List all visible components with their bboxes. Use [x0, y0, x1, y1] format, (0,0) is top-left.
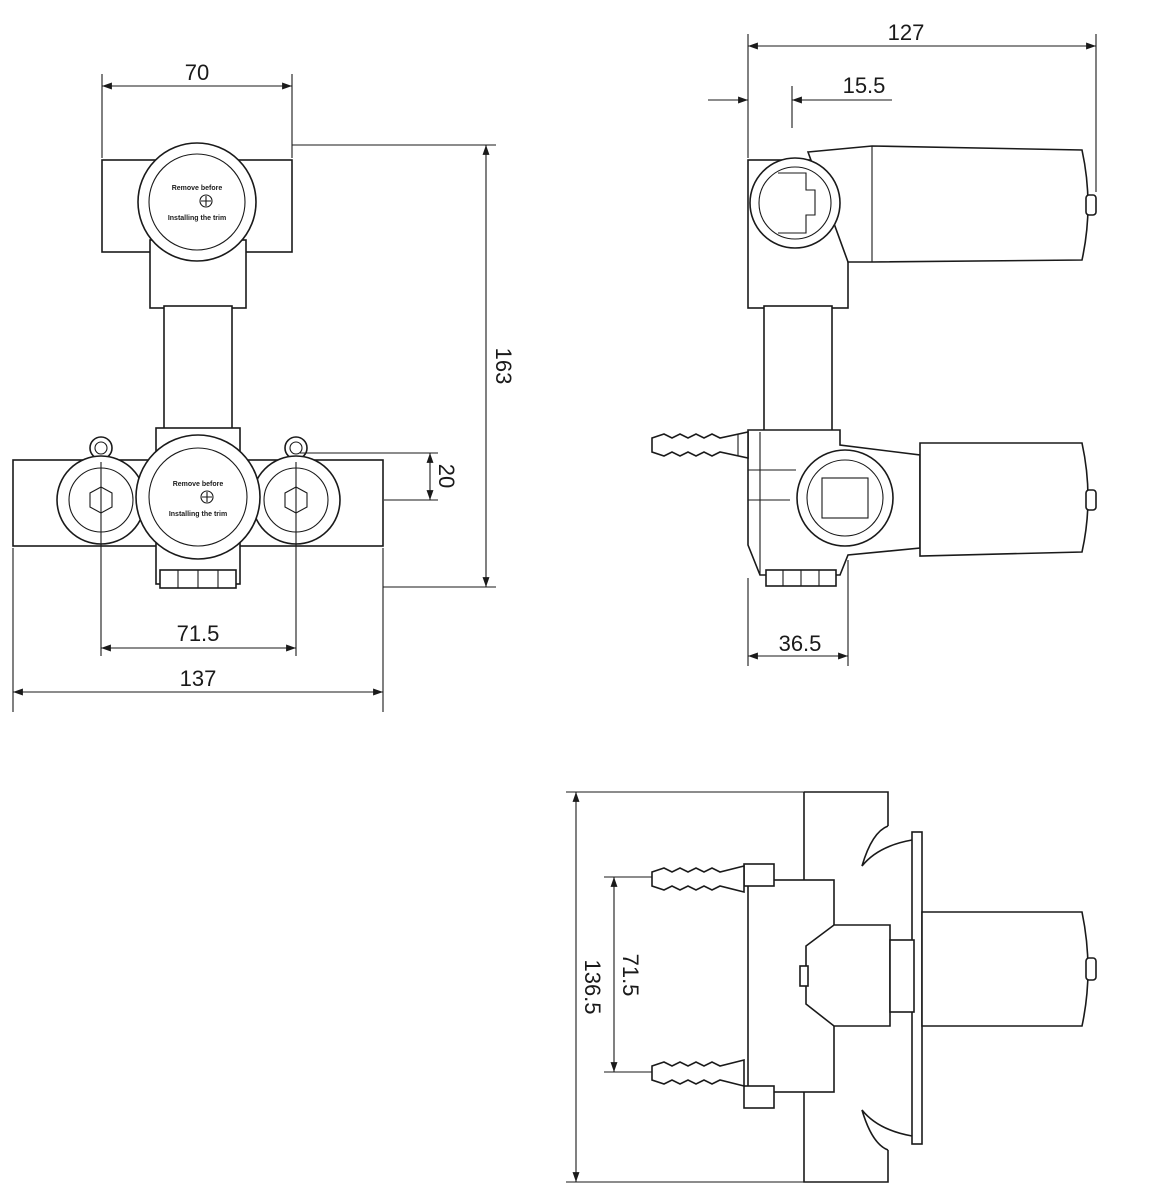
front-top-dial-label-1: Remove before: [172, 185, 223, 192]
front-bottom-dial: Remove before Installing the trim: [135, 434, 261, 560]
bottom-view: [651, 791, 1097, 1183]
side-bottom-ring: [796, 449, 894, 547]
bottom-spindle: [889, 939, 915, 1013]
front-bottom-dial-label-2: Installing the trim: [169, 511, 227, 518]
dim-side-bottom-depth: 36.5: [779, 631, 822, 656]
bottom-top-bracket: [743, 863, 775, 887]
bottom-handle: [921, 911, 1089, 1027]
dim-bottom-total-height: 136.5: [580, 959, 605, 1014]
dim-bottom-center-distance: 71.5: [618, 954, 643, 997]
side-bottom-handle-cap: [1085, 489, 1097, 511]
side-top-ring: [749, 157, 841, 249]
side-dimensions: 127 15.5 36.5: [708, 20, 1097, 666]
bottom-bottom-bracket: [743, 1085, 775, 1109]
front-dimensions: 70 163 20 71.5 137: [12, 60, 516, 712]
bottom-wall-plug-top: [651, 864, 745, 894]
front-bottom-dial-label-1: Remove before: [173, 481, 224, 488]
dim-front-total-height: 163: [491, 348, 516, 385]
bottom-dimensions: 71.5 136.5: [566, 791, 804, 1183]
dim-side-top-offset: 15.5: [843, 73, 886, 98]
front-view: Remove before Installing the trim: [12, 142, 384, 589]
bottom-wall-plug-bottom: [651, 1058, 745, 1088]
dim-side-total-depth: 127: [888, 20, 925, 45]
dim-front-offset: 20: [434, 464, 459, 488]
side-top-handle-cap: [1085, 194, 1097, 216]
side-top-handle: [806, 145, 1089, 263]
dim-front-top-width: 70: [185, 60, 209, 85]
dim-front-total-width: 137: [180, 666, 217, 691]
side-bottom-handle: [919, 442, 1089, 557]
front-pipe: [163, 305, 233, 433]
bottom-handle-cap: [1085, 957, 1097, 981]
side-wall-plug: [651, 431, 749, 459]
side-view: [651, 145, 1097, 587]
side-pipe: [763, 305, 833, 433]
dim-front-center-distance: 71.5: [177, 621, 220, 646]
front-top-dial: Remove before Installing the trim: [137, 142, 257, 262]
bottom-hub-tab: [799, 965, 809, 987]
bottom-hub: [805, 924, 891, 1027]
front-top-dial-label-2: Installing the trim: [168, 215, 226, 222]
